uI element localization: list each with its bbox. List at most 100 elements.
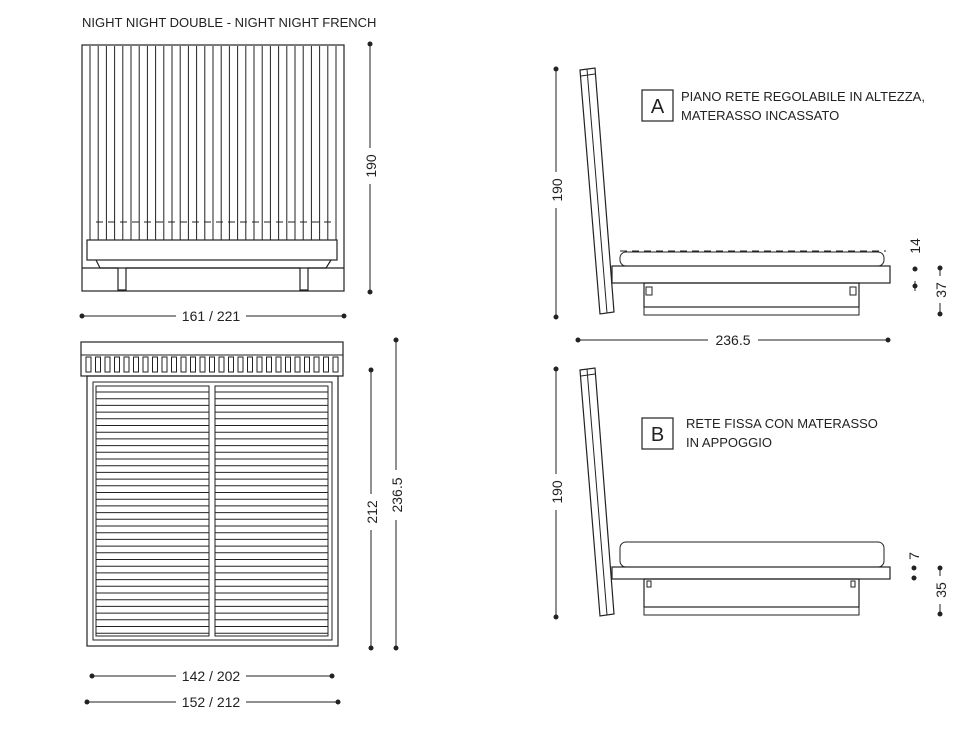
bed-frame-front bbox=[86, 239, 338, 261]
leg-a-right bbox=[849, 286, 857, 296]
headboard-slat-end bbox=[294, 356, 301, 373]
bed-frame-a bbox=[611, 265, 891, 284]
headboard-slat-end bbox=[161, 356, 168, 373]
label-mask bbox=[360, 148, 380, 184]
headboard-slat-end bbox=[171, 356, 177, 373]
headboard-top bbox=[80, 341, 344, 377]
dimension-endpoint bbox=[553, 614, 559, 620]
headboard-side-a-top bbox=[580, 73, 596, 77]
headboard-slat-end bbox=[256, 356, 263, 373]
headboard-slat-end bbox=[275, 356, 282, 373]
dimension-endpoint bbox=[335, 699, 341, 705]
headboard-slat-end bbox=[85, 356, 92, 373]
headboard-slat-end bbox=[209, 356, 215, 373]
dimension-endpoint bbox=[393, 337, 399, 343]
base-b bbox=[643, 578, 860, 608]
headboard-slat-end bbox=[123, 356, 130, 373]
dimension-endpoint bbox=[885, 337, 891, 343]
variant-a-note-line2: MATERASSO INCASSATO bbox=[681, 108, 839, 123]
headboard-side-a-inner bbox=[586, 68, 608, 314]
headboard-slat-end bbox=[266, 356, 272, 373]
headboard-slat-ends bbox=[85, 356, 339, 373]
headboard-side-b-top bbox=[580, 373, 596, 377]
headboard-outline bbox=[81, 44, 345, 292]
headboard-slat-end bbox=[304, 356, 310, 373]
dimension-endpoint bbox=[368, 645, 374, 651]
front-view: 190 161 / 221 bbox=[79, 41, 380, 325]
label-mask bbox=[176, 693, 246, 711]
variant-badge-b-label: B bbox=[651, 424, 664, 446]
base-b-foot bbox=[643, 606, 860, 616]
label-mask bbox=[386, 470, 406, 520]
headboard-slat-end bbox=[199, 356, 206, 373]
label-mask bbox=[708, 331, 758, 349]
variant-badge-a bbox=[641, 89, 674, 122]
headboard-slat-end bbox=[114, 356, 120, 373]
variant-badge-b bbox=[641, 417, 674, 450]
leg-b-right bbox=[850, 580, 856, 588]
dimension-endpoint bbox=[367, 41, 373, 47]
bed-frame-inner bbox=[92, 381, 333, 641]
dimension-endpoint bbox=[937, 565, 943, 571]
dimension-endpoint bbox=[368, 367, 374, 373]
variant-a-note-line1: PIANO RETE REGOLABILE IN ALTEZZA, bbox=[681, 89, 925, 104]
headboard-slat-end bbox=[190, 356, 196, 373]
drawing-title: NIGHT NIGHT DOUBLE - NIGHT NIGHT FRENCH bbox=[82, 15, 376, 30]
dimension-endpoint bbox=[367, 289, 373, 295]
label-mask bbox=[176, 307, 246, 325]
slat-base-left bbox=[95, 385, 210, 637]
side-a-height-label: 190 bbox=[549, 178, 565, 202]
dimension-endpoint bbox=[89, 673, 95, 679]
base-a bbox=[643, 282, 860, 308]
base-slats bbox=[96, 391, 328, 634]
headboard-slat-end bbox=[218, 356, 225, 373]
dimension-endpoint bbox=[911, 565, 917, 571]
side-view-a: 190 236.5 14 37 A PIANO RETE REGOLABILE … bbox=[546, 66, 949, 349]
plan-inner-length-label: 212 bbox=[364, 500, 380, 524]
dimension-endpoint bbox=[393, 645, 399, 651]
side-view-b: 190 7 35 B RETE FISSA CON MATERASSO IN A… bbox=[546, 366, 949, 620]
label-mask bbox=[546, 172, 566, 208]
headboard-slat-end bbox=[332, 356, 339, 373]
side-b-height-label: 190 bbox=[549, 480, 565, 504]
leg-b-left bbox=[646, 580, 652, 588]
dimension-endpoint bbox=[84, 699, 90, 705]
headboard-slat-end bbox=[247, 356, 253, 373]
side-a-mattress-label: 14 bbox=[907, 238, 923, 254]
side-b-base-label: 35 bbox=[933, 582, 949, 598]
front-width-label: 161 / 221 bbox=[182, 308, 241, 324]
label-mask bbox=[546, 474, 566, 510]
variant-badge-a-label: A bbox=[651, 96, 665, 118]
dimension-endpoint bbox=[553, 66, 559, 72]
dimension-endpoint bbox=[937, 265, 943, 271]
bed-frame-plan bbox=[86, 375, 339, 647]
mattress-a bbox=[619, 251, 885, 267]
headboard-side-b bbox=[579, 367, 615, 617]
headboard-slat-end bbox=[228, 356, 234, 373]
headboard-slats bbox=[89, 46, 337, 240]
plan-view: 212 236.5 142 / 202 152 / 212 bbox=[80, 337, 406, 711]
plan-total-length-label: 236.5 bbox=[389, 477, 405, 512]
plan-total-width-label: 152 / 212 bbox=[182, 694, 241, 710]
dimension-endpoint bbox=[912, 266, 918, 272]
headboard-slat-end bbox=[95, 356, 101, 373]
headboard-slat-end bbox=[323, 356, 329, 373]
dimension-endpoint bbox=[79, 313, 85, 319]
headboard-slat-end bbox=[152, 356, 158, 373]
plan-inner-width-label: 142 / 202 bbox=[182, 668, 241, 684]
headboard-slat-end bbox=[104, 356, 111, 373]
bed-base-front bbox=[95, 259, 332, 291]
variant-b-note-line1: RETE FISSA CON MATERASSO bbox=[686, 416, 878, 431]
variant-b-note-line2: IN APPOGGIO bbox=[686, 435, 772, 450]
dimension-endpoint bbox=[553, 314, 559, 320]
headboard-slat-end bbox=[133, 356, 139, 373]
dimension-endpoint bbox=[937, 611, 943, 617]
headboard-slat-end bbox=[142, 356, 149, 373]
headboard-slat-end bbox=[285, 356, 291, 373]
mattress-b bbox=[619, 541, 885, 568]
dimension-endpoint bbox=[575, 337, 581, 343]
dimension-endpoint bbox=[341, 313, 347, 319]
base-a-foot bbox=[643, 306, 860, 316]
side-a-length-label: 236.5 bbox=[715, 332, 750, 348]
